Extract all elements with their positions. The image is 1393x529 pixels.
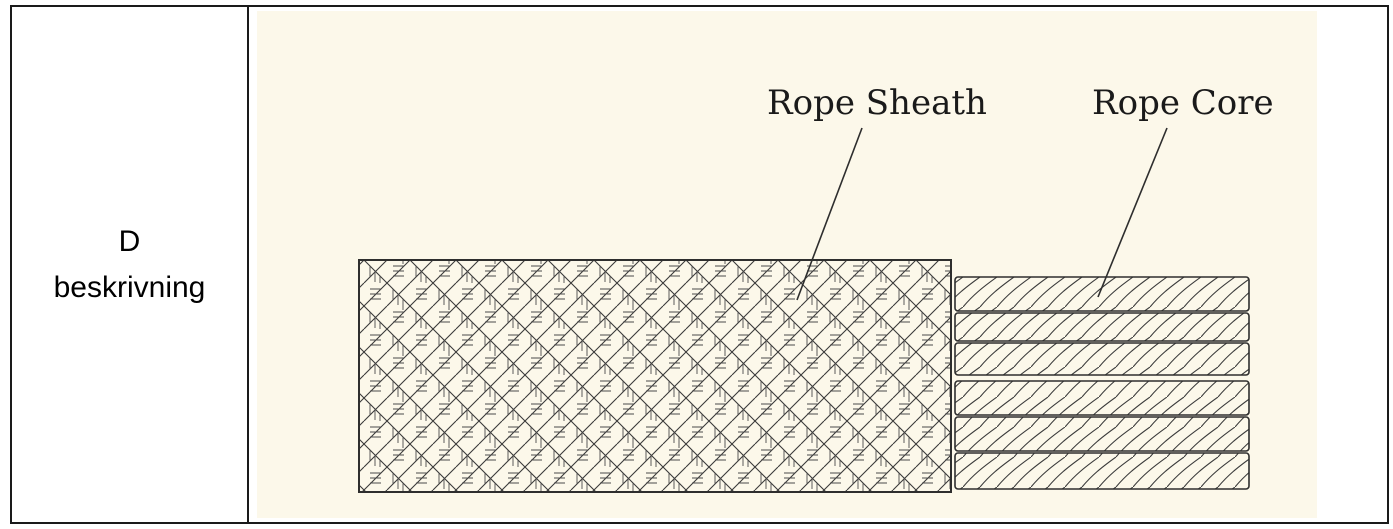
label-letter: D — [118, 224, 141, 258]
core-strand-4 — [954, 380, 1250, 416]
core-strand-3 — [954, 342, 1250, 376]
label-description: beskrivning — [53, 270, 206, 304]
core-strand-6 — [954, 452, 1250, 490]
diagram-cell: Rope Sheath Rope Core — [249, 7, 1387, 522]
core-strand-5 — [954, 416, 1250, 452]
rope-sheath-body — [358, 259, 952, 493]
core-strand-2 — [954, 312, 1250, 342]
table-frame: D beskrivning — [10, 5, 1389, 524]
core-leader-line — [1097, 127, 1168, 298]
rope-sheath — [358, 259, 952, 493]
rope-sheath-label: Rope Sheath — [767, 83, 987, 123]
core-strand-1 — [954, 276, 1250, 312]
sheath-leader-line — [796, 127, 863, 301]
rope-core — [954, 276, 1250, 490]
label-cell: D beskrivning — [12, 7, 247, 522]
rope-diagram: Rope Sheath Rope Core — [257, 11, 1317, 518]
rope-core-label: Rope Core — [1092, 83, 1274, 123]
cell-divider — [247, 7, 249, 522]
